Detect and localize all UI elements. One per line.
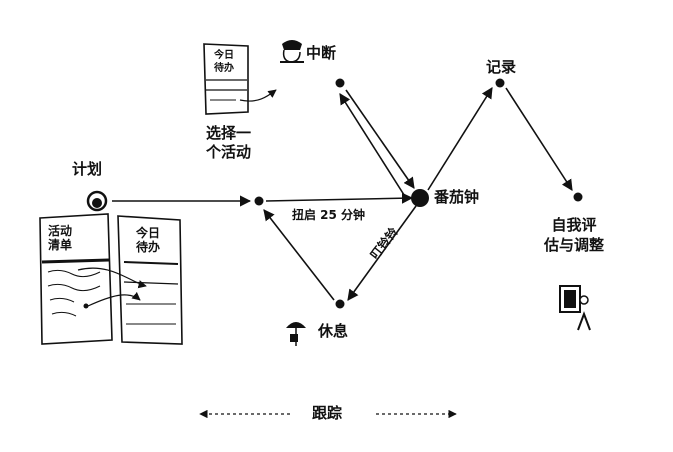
rest-label: 休息 bbox=[318, 322, 349, 340]
start-node bbox=[254, 196, 264, 206]
todo-sheet-lower bbox=[117, 215, 183, 345]
transfer-arrow-2 bbox=[87, 291, 141, 307]
interrupt-label: 中断 bbox=[306, 44, 337, 62]
pomodoro-label: 番茄钟 bbox=[434, 188, 480, 206]
review-node bbox=[573, 192, 583, 202]
start-25-label: 扭启 25 分钟 bbox=[292, 208, 366, 222]
phone-icon bbox=[280, 40, 304, 63]
tracking-label: 跟踪 bbox=[312, 404, 343, 422]
todo-lower-title: 今日 待办 bbox=[136, 226, 161, 255]
select-activity-label: 选择一 个活动 bbox=[206, 124, 252, 161]
activity-list-title: 活动 清单 bbox=[48, 224, 73, 253]
todo-top-title: 今日 待办 bbox=[214, 50, 234, 74]
plan-label: 计划 bbox=[72, 160, 103, 178]
transfer-arrow-1 bbox=[77, 267, 147, 289]
record-label: 记录 bbox=[486, 58, 517, 76]
start-to-pomodoro-arrow bbox=[265, 192, 414, 204]
rest-node bbox=[335, 299, 345, 309]
record-node bbox=[495, 78, 505, 88]
select-arrow bbox=[239, 89, 277, 102]
todo-sheet-top bbox=[203, 43, 249, 115]
activity-list-sheet bbox=[39, 213, 113, 345]
mirror-icon bbox=[559, 285, 591, 331]
pomodoro-node bbox=[411, 189, 429, 207]
pomodoro-to-interrupt-arrow bbox=[339, 93, 407, 199]
pomodoro-to-rest-arrow bbox=[347, 205, 417, 301]
umbrella-icon bbox=[286, 322, 306, 346]
interrupt-to-pomodoro-arrow bbox=[345, 89, 415, 189]
plan-icon bbox=[86, 190, 108, 212]
record-to-review-arrow bbox=[505, 87, 573, 191]
interrupt-node bbox=[335, 78, 345, 88]
pomodoro-to-record-arrow bbox=[427, 87, 493, 191]
rest-to-start-arrow bbox=[263, 209, 335, 301]
review-label: 自我评 估与调整 bbox=[544, 216, 605, 254]
